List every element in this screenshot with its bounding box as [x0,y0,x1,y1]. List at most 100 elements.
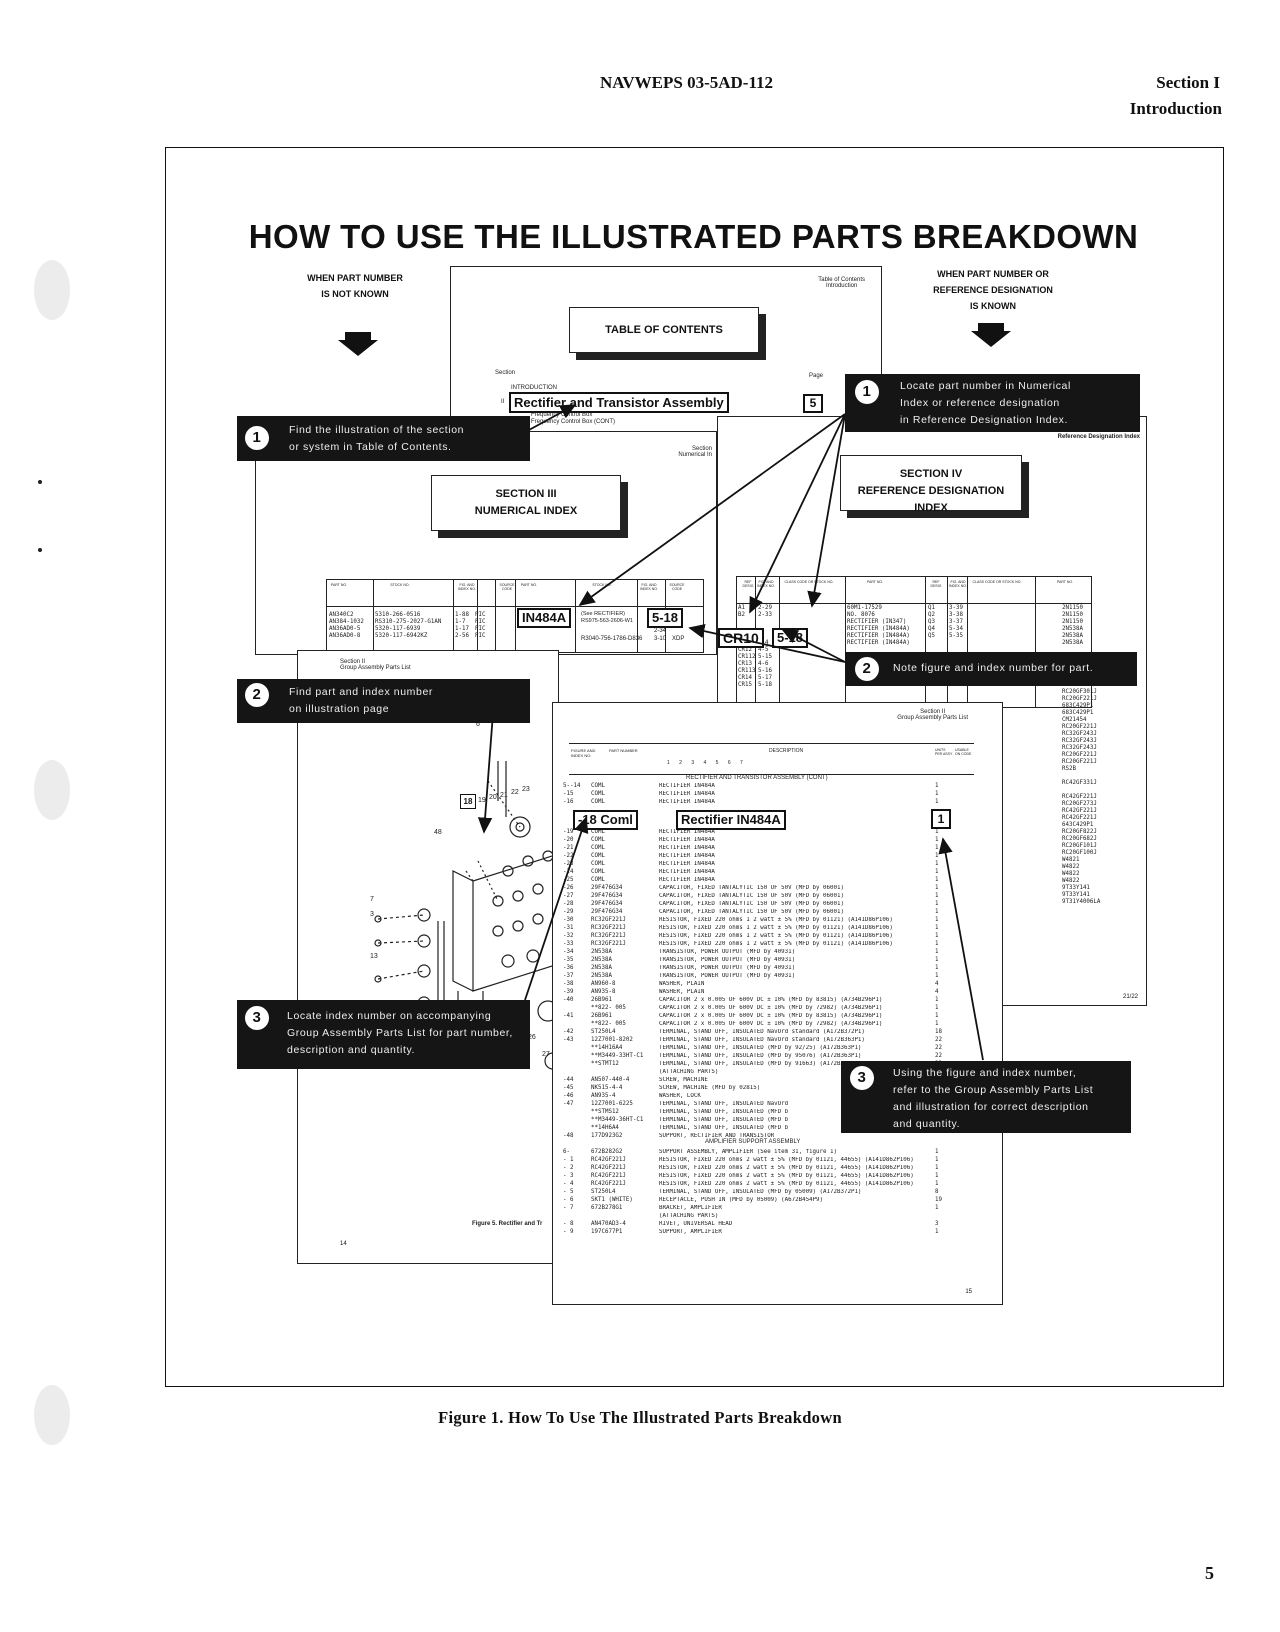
toc-box: TABLE OF CONTENTS [569,307,759,353]
cell-part-number: 29F476G34 [591,909,623,915]
refdes-col-header: FIG. AND INDEX NO. [757,580,775,588]
cell-index: -29 [563,909,574,915]
cell-index: - 6 [563,1197,574,1203]
group-back-figure-caption: Figure 5. Rectifier and Tr [472,1221,543,1227]
index-label: 21 [500,792,508,799]
cell-part-number: AN935-8 [591,989,616,995]
cell-description: RECTIFIER IN484A [659,845,715,851]
cell-index: -31 [563,925,574,931]
numerical-col-header: FIG. AND INDEX NO. [640,583,658,591]
refdes-col-header: PART NO. [1056,580,1074,584]
refdes-part: RC20GF822J [1062,829,1097,835]
binder-hole [34,260,70,320]
cell-fig: 2-56 [455,633,469,639]
cell-description: RESISTOR, FIXED 220 ohms 2 watt ± 5% (MF… [659,1165,914,1171]
cell-description: CAPACITOR, FIXED TANTALYTIC 150 UF 50V (… [659,901,844,907]
refdes-part: 9T31Y4006LA [1062,899,1101,905]
cell-part-number: **822- 005 [591,1021,626,1027]
cell-fig2: 3-39 [949,605,963,611]
cell-code: PIC [475,612,486,618]
cell-description: RESISTOR, FIXED 220 ohms 1 2 watt ± 5% (… [659,925,893,931]
callout-1-right: 1 Locate part number in Numerical Index … [845,374,1140,432]
toc-highlight-page: 5 [803,394,823,413]
cell-index: -37 [563,973,574,979]
toc-section-col: Section [495,370,516,376]
refdes-part: RC42GF221J [1062,808,1097,814]
refdes-part: RC32GF243J [1062,745,1097,751]
cell-description: RECTIFIER IN484A [659,783,715,789]
group-back-corner-line: Group Assembly Parts List [340,665,411,671]
refdes-part: W4822 [1062,864,1080,870]
cell-description: RESISTOR, FIXED 220 ohms 2 watt ± 5% (MF… [659,1173,914,1179]
cell-part-number: 672B282G2 [591,1149,623,1155]
cell-part: AN340C2 [329,612,354,618]
cell-qty: 4 [935,989,939,995]
refdes-part: RC20GF682J [1062,836,1097,842]
cell-part-number: 672B278G1 [591,1205,623,1211]
refdes-col-header: REF DESIG [742,580,754,588]
cell-fig2: 3-37 [949,619,963,625]
amp-title: AMPLIFIER SUPPORT ASSEMBLY [705,1139,801,1145]
cell-description: RECTIFIER IN484A [659,799,715,805]
callout-line: or system in Table of Contents. [289,441,452,453]
index-label: 22 [511,789,519,796]
refdes-part: W4822 [1062,871,1080,877]
cell-code: PIC [475,633,486,639]
group-front-corner-line: Group Assembly Parts List [897,715,968,721]
cell-description: WASHER, LOCK [659,1093,701,1099]
cell-part-number: RC42GF221J [591,1157,626,1163]
cell-description: RESISTOR, FIXED 220 ohms 2 watt ± 5% (MF… [659,1157,914,1163]
cell-part: RECTIFIER (IN484A) [847,633,910,639]
refdes-part: RS2B [1062,766,1076,772]
table-divider [925,577,926,707]
col-part-number: PART NUMBER [609,748,638,753]
cell-part-number: COML [591,791,605,797]
cell-qty: 1 [935,957,939,963]
cell-stock: RS310-275-2027-G1AN [375,619,442,625]
cell-qty: 1 [935,837,939,843]
cell-description: BRACKET, AMPLIFIER [659,1205,722,1211]
cell-part-number: **M3449-36HT-C1 [591,1117,644,1123]
cell-description: (ATTACHING PARTS) [659,1213,719,1219]
callout-text: Using the figure and index number, refer… [893,1065,1093,1133]
binder-hole [34,1385,70,1445]
toc-corner: Table of Contents Introduction [818,277,865,289]
refdes-part: 2N1150 [1062,605,1083,611]
cell-index: - 3 [563,1173,574,1179]
cell-qty: 1 [935,1021,939,1027]
cell-qty: 3 [935,1221,939,1227]
cell-part: 60M1-17529 [847,605,882,611]
numerical-table: PART NO.STOCK NO.FIG. AND INDEX NO.SOURC… [326,579,704,653]
cell-qty: 1 [935,861,939,867]
callout-number: 3 [245,1006,269,1030]
callout-line: refer to the Group Assembly Parts List [893,1084,1094,1096]
cell-index: -21 [563,845,574,851]
cell-part-number: COML [591,877,605,883]
numerical-hl-stock2: RS975-563-2606-W1 [581,618,633,624]
col-units: UNITS PER ASSY [935,748,953,756]
cell-part-number: COML [591,853,605,859]
refdes-col-header: CLASS CODE OR STOCK NO. [972,580,1022,584]
cell-qty: 22 [935,1037,942,1043]
refdes-part: 2N538A [1062,626,1083,632]
cell-qty: 1 [935,941,939,947]
cell-index: - 4 [563,1181,574,1187]
cell-description: SCREW, MACHINE (MFD by 02815) [659,1085,761,1091]
page-number: 5 [1205,1563,1214,1583]
cell-description: WASHER, PLAIN [659,981,705,987]
numerical-col-header: STOCK NO. [592,583,612,587]
refdes-part: RC42GF221J [1062,794,1097,800]
cell-qty: 1 [935,1149,939,1155]
refdes-col-header: FIG. AND INDEX NO. [949,580,967,588]
cell-qty: 1 [935,853,939,859]
